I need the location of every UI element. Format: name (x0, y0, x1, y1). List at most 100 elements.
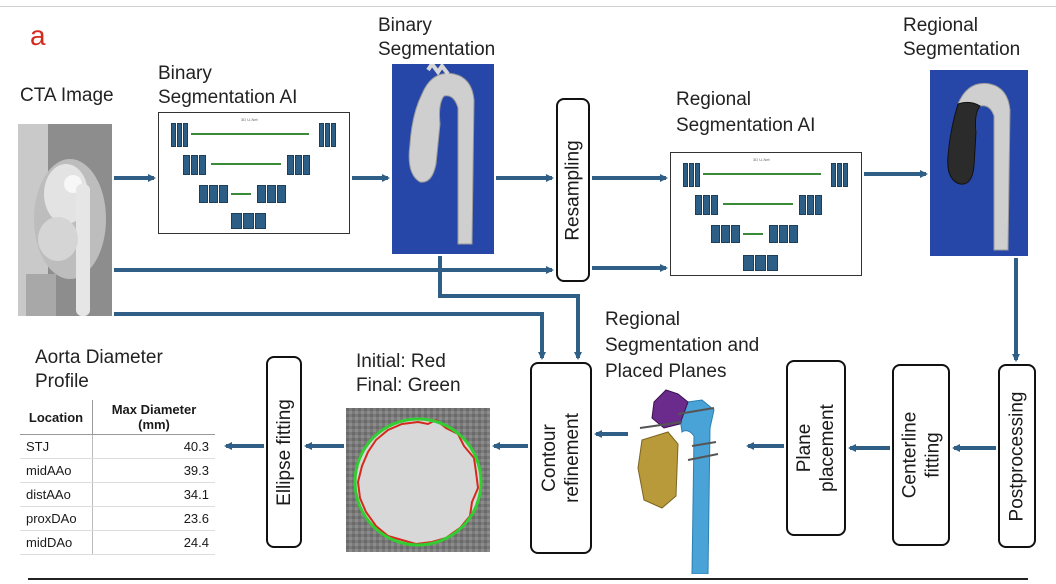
network-block (831, 163, 836, 187)
cta-image (18, 124, 112, 316)
network-block (277, 185, 286, 203)
binary-seg-network: 3D U-Net (158, 112, 350, 234)
network-block (689, 163, 694, 187)
network-block (695, 195, 702, 215)
table-row: proxDAo 23.6 (20, 506, 215, 531)
regional-segmentation-graphic (930, 70, 1028, 256)
network-block (183, 155, 190, 175)
regional-planes-image (622, 388, 742, 575)
network-block (843, 163, 848, 187)
network-block (171, 123, 176, 147)
regional-planes-graphic (637, 389, 719, 575)
binary-segmentation-image (392, 60, 494, 254)
network-block (769, 225, 778, 243)
skip-connection (191, 133, 309, 135)
table-cell-diameter: 23.6 (92, 506, 215, 531)
arrow-cta-to-contour (114, 312, 546, 360)
label-regional-planes-1: Regional (605, 309, 680, 330)
label-regional-seg-2: Segmentation (903, 39, 1021, 60)
network-block (779, 225, 788, 243)
regional-segmentation-image (930, 70, 1028, 256)
contour-refinement-box: Contour refinement (530, 362, 592, 554)
table-cell-location: distAAo (20, 482, 93, 507)
network-block (695, 163, 700, 187)
network-block (183, 123, 188, 147)
network-title: 3D U-Net (753, 157, 770, 162)
network-block (799, 195, 806, 215)
diameter-table: Location Max Diameter (mm) STJ 40.3 midA… (20, 400, 215, 555)
network-block (267, 185, 276, 203)
network-block (721, 225, 730, 243)
label-initial-red: Initial: Red (356, 351, 446, 372)
table-cell-diameter: 34.1 (92, 482, 215, 507)
skip-connection (231, 193, 251, 195)
network-block (219, 185, 228, 203)
table-header-location: Location (20, 400, 93, 435)
label-regional-seg-ai-1: Regional (676, 89, 751, 110)
network-block (807, 195, 814, 215)
resampling-box: Resampling (556, 98, 590, 282)
network-block (209, 185, 218, 203)
plane-placement-box: Plane placement (786, 360, 846, 536)
network-block (287, 155, 294, 175)
network-block (243, 213, 254, 229)
table-cell-diameter: 40.3 (92, 434, 215, 459)
skip-connection (743, 233, 763, 235)
network-block (743, 255, 754, 271)
cta-image-graphic (18, 124, 112, 316)
network-title: 3D U-Net (241, 117, 258, 122)
label-aorta-profile-2: Profile (35, 371, 89, 392)
label-regional-planes-2: Segmentation and (605, 335, 760, 356)
label-regional-seg-1: Regional (903, 15, 978, 36)
label-binary-seg-ai-2: Segmentation AI (158, 87, 298, 108)
network-block (177, 123, 182, 147)
network-block (331, 123, 336, 147)
table-cell-diameter: 24.4 (92, 530, 215, 555)
label-aorta-profile-1: Aorta Diameter (35, 347, 163, 368)
label-regional-planes-3: Placed Planes (605, 361, 727, 382)
panel-letter: a (30, 20, 46, 51)
label-final-green: Final: Green (356, 375, 461, 396)
network-block (255, 213, 266, 229)
network-block (199, 155, 206, 175)
network-block (325, 123, 330, 147)
bottom-divider (28, 578, 1028, 580)
table-row: STJ 40.3 (20, 434, 215, 459)
network-block (199, 185, 208, 203)
network-block (711, 195, 718, 215)
network-block (837, 163, 842, 187)
table-row: midDAo 24.4 (20, 530, 215, 555)
label-binary-seg-1: Binary (378, 15, 432, 36)
network-block (703, 195, 710, 215)
network-block (815, 195, 822, 215)
table-cell-diameter: 39.3 (92, 458, 215, 483)
label-binary-seg-2: Segmentation (378, 39, 496, 60)
top-divider (0, 6, 1056, 7)
table-row: midAAo 39.3 (20, 458, 215, 483)
table-header-max-diameter: Max Diameter (mm) (92, 400, 215, 435)
ellipse-fitting-box: Ellipse fitting (266, 356, 302, 548)
network-block (303, 155, 310, 175)
label-binary-seg-ai-1: Binary (158, 63, 212, 84)
centerline-fitting-box: Centerline fitting (892, 364, 950, 546)
binary-segmentation-graphic (392, 60, 494, 254)
contour-image (346, 408, 490, 552)
network-block (755, 255, 766, 271)
label-cta-image: CTA Image (20, 85, 114, 106)
skip-connection (703, 173, 821, 175)
skip-connection (211, 163, 281, 165)
network-block (683, 163, 688, 187)
network-block (319, 123, 324, 147)
arrow-binseg-to-contour (438, 256, 582, 360)
table-cell-location: proxDAo (20, 506, 93, 531)
network-block (191, 155, 198, 175)
network-block (295, 155, 302, 175)
table-cell-location: midDAo (20, 530, 93, 555)
network-block (731, 225, 740, 243)
table-header-row: Location Max Diameter (mm) (20, 400, 215, 435)
network-block (711, 225, 720, 243)
table-row: distAAo 34.1 (20, 482, 215, 507)
network-block (231, 213, 242, 229)
network-block (789, 225, 798, 243)
